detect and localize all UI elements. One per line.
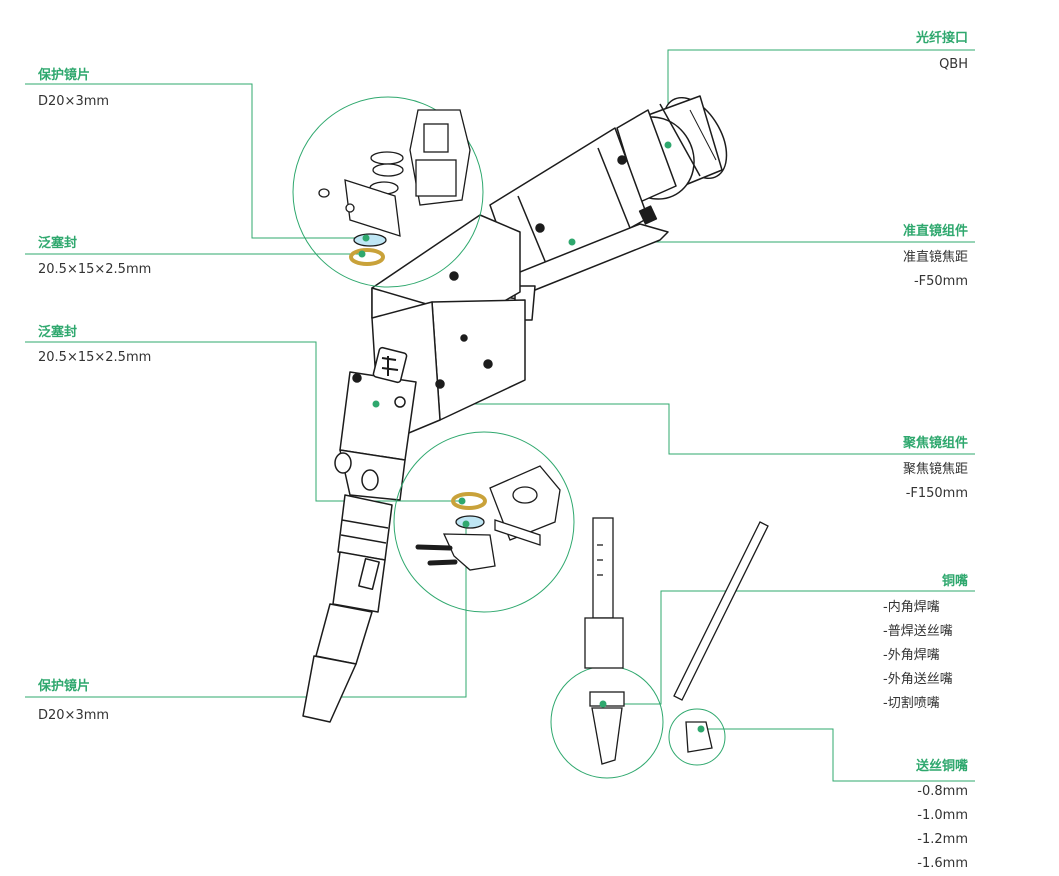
dot-protect-top xyxy=(362,234,370,242)
dot-focus xyxy=(372,400,380,408)
fiber-connector xyxy=(615,95,728,203)
label-nozzle-title: 铜嘴 xyxy=(941,574,968,589)
main-housing xyxy=(339,214,526,501)
label-wire-nozzle-title: 送丝铜嘴 xyxy=(915,759,968,774)
nozzle-line-4: -外角送丝嘴 xyxy=(883,672,953,687)
label-collimate-title: 准直镜组件 xyxy=(902,224,968,239)
dot-fiber xyxy=(664,141,672,149)
dot-protect-bottom xyxy=(462,520,470,528)
nozzle-line-1: -内角焊嘴 xyxy=(883,600,940,615)
protect-lens-assembly-mid xyxy=(415,465,561,571)
zoom-circle-wire xyxy=(668,708,726,766)
focus-line-1: 聚焦镜焦距 xyxy=(902,462,968,477)
nozzle-tube xyxy=(302,494,393,723)
leader-nozzle xyxy=(603,590,975,705)
leader-focus xyxy=(376,403,975,455)
label-wire-nozzle-lines: -0.8mm -1.0mm -1.2mm -1.6mm xyxy=(917,780,968,876)
protect-lens-mid xyxy=(455,515,485,529)
wire-line-1: -0.8mm xyxy=(917,784,968,799)
dot-seal-top xyxy=(358,250,366,258)
dot-wire-nozzle xyxy=(697,725,705,733)
wire-line-2: -1.0mm xyxy=(917,808,968,823)
label-protect-bottom-title: 保护镜片 xyxy=(38,679,91,694)
zoom-circles xyxy=(292,96,726,779)
focus-line-2: -F150mm xyxy=(905,486,968,501)
label-collimate-lines: 准直镜焦距 -F50mm xyxy=(903,246,968,294)
adjust-knobs xyxy=(334,452,379,491)
label-fiber-title: 光纤接口 xyxy=(915,31,968,46)
dot-collimate xyxy=(568,238,576,246)
leader-lines xyxy=(25,49,975,782)
seal-ring-top xyxy=(349,248,385,266)
label-seal-mid-value: 20.5×15×2.5mm xyxy=(38,350,152,365)
marker-dots xyxy=(358,141,705,733)
wire-line-3: -1.2mm xyxy=(917,832,968,847)
collimate-line-1: 准直镜焦距 xyxy=(902,250,968,265)
copper-nozzle-parts xyxy=(584,517,769,765)
label-focus-lines: 聚焦镜焦距 -F150mm xyxy=(903,458,968,506)
label-protect-bottom-value: D20×3mm xyxy=(38,708,110,723)
leader-seal-mid xyxy=(25,341,462,502)
zoom-circle-top xyxy=(292,96,484,288)
label-focus-title: 聚焦镜组件 xyxy=(902,436,968,451)
wire-line-4: -1.6mm xyxy=(917,856,968,871)
zoom-circle-mid xyxy=(393,431,575,613)
label-protect-top-value: D20×3mm xyxy=(38,94,110,109)
nozzle-line-5: -切割喷嘴 xyxy=(883,696,940,711)
leader-protect-top xyxy=(25,83,365,239)
label-fiber-value: QBH xyxy=(939,57,968,72)
dot-seal-mid xyxy=(458,497,466,505)
protect-lens-top xyxy=(353,233,387,247)
nozzle-line-3: -外角焊嘴 xyxy=(883,648,940,663)
seal-ring-mid xyxy=(451,492,487,510)
dot-nozzle xyxy=(599,700,607,708)
leader-protect-bottom xyxy=(25,524,467,698)
label-seal-top-value: 20.5×15×2.5mm xyxy=(38,262,152,277)
label-nozzle-lines: -内角焊嘴 -普焊送丝嘴 -外角焊嘴 -外角送丝嘴 -切割喷嘴 xyxy=(883,596,953,716)
nozzle-line-2: -普焊送丝嘴 xyxy=(883,624,953,639)
leader-wire-nozzle xyxy=(701,728,975,782)
protect-lens-assembly-top xyxy=(318,109,471,266)
label-seal-top-title: 泛塞封 xyxy=(38,236,78,251)
label-seal-mid-title: 泛塞封 xyxy=(38,325,78,340)
brand-logo-icon xyxy=(372,346,408,384)
label-protect-top-title: 保护镜片 xyxy=(38,68,91,83)
collimate-line-2: -F50mm xyxy=(913,274,968,289)
welding-torch xyxy=(302,95,728,723)
